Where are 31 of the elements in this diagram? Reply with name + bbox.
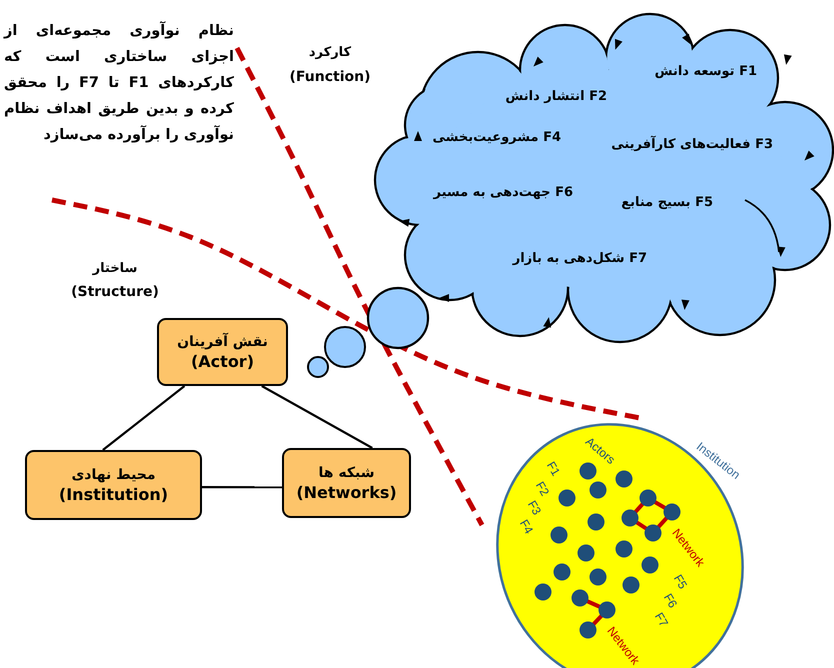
section-label: کارکرد xyxy=(308,44,352,62)
actor-label: F6 xyxy=(660,592,680,610)
function-label: F7 شکل‌دهی به بازار xyxy=(512,251,647,267)
concept-box xyxy=(282,448,411,518)
actor-label: F7 xyxy=(652,610,670,630)
function-label: F6 جهت‌دهی به مسیر xyxy=(433,185,573,201)
description-paragraph: نظام نوآوری مجموعه‌ای از اجزای ساختاری است که کارکردهای F1 تا F7 را محقق کرده و بدین طریق اهداف نظام نوآوری را برآورده می‌سازد xyxy=(4,20,234,145)
actor-label: F2 xyxy=(532,480,552,498)
section-label: (Structure) xyxy=(70,283,160,301)
function-label: F5 بسیج منابع xyxy=(621,195,713,211)
box-title: شبکه ها xyxy=(318,464,374,483)
concept-box xyxy=(25,450,202,520)
box-title: نقش آفرینان xyxy=(177,332,268,352)
actor-label: F5 xyxy=(670,572,690,592)
function-label: F1 توسعه دانش xyxy=(654,64,757,80)
concept-box xyxy=(157,318,288,386)
function-label: F4 مشروعیت‌بخشی xyxy=(432,130,561,146)
connector-line xyxy=(261,385,373,449)
section-label: ساختار xyxy=(91,260,138,278)
section-label: (Function) xyxy=(288,68,372,86)
box-subtitle: (Actor) xyxy=(190,352,254,372)
actor-label: F4 xyxy=(516,518,536,536)
connector-line xyxy=(202,486,282,488)
box-subtitle: (Networks) xyxy=(296,483,397,503)
box-subtitle: (Institution) xyxy=(58,485,168,505)
function-label: F2 انتشار دانش xyxy=(505,89,607,105)
actor-label: F3 xyxy=(524,498,544,518)
function-label: F3 فعالیت‌های کارآفرینی xyxy=(611,137,773,153)
box-title: محیط نهادی xyxy=(71,466,156,485)
actor-label: F1 xyxy=(544,460,562,478)
connector-line xyxy=(102,385,186,451)
